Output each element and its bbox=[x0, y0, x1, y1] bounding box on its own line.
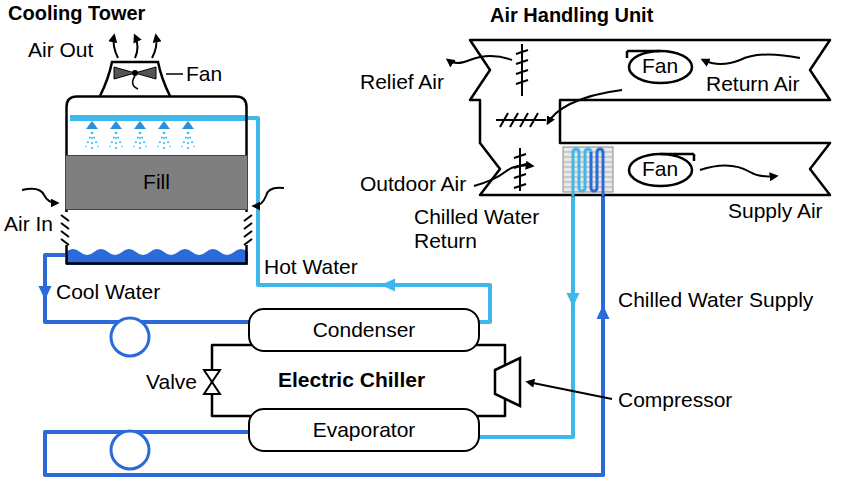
callout-label: Air In bbox=[4, 212, 53, 236]
coil-tube bbox=[591, 149, 603, 196]
callout-label: Supply Air bbox=[728, 199, 823, 223]
fill-media: Fill bbox=[65, 155, 248, 210]
outdoor-air-arrow bbox=[474, 166, 532, 186]
pipe-line bbox=[212, 345, 252, 416]
ahu-ductwork bbox=[470, 40, 830, 195]
relief-damper bbox=[516, 44, 528, 96]
return-fan: Fan bbox=[625, 46, 696, 86]
callout-label: Relief Air bbox=[360, 70, 444, 94]
callout-label: Valve bbox=[146, 370, 197, 394]
fan-shaft bbox=[133, 76, 138, 89]
relief-air-arrow bbox=[448, 56, 512, 63]
evaporator-box: Evaporator bbox=[248, 408, 480, 452]
cooling-tower: Cooling TowerFill bbox=[65, 95, 248, 265]
fan-stack bbox=[100, 62, 170, 96]
callout-label: Air Out bbox=[28, 38, 93, 62]
air-out-arrow bbox=[152, 36, 157, 58]
leader-line bbox=[166, 73, 183, 75]
coil-fins bbox=[563, 152, 613, 187]
node-label: Fan bbox=[642, 157, 678, 181]
valve-symbol bbox=[204, 370, 220, 394]
cooling-coil bbox=[563, 147, 613, 192]
air-out-arrow bbox=[114, 36, 119, 58]
fan-hub bbox=[132, 70, 138, 76]
mixing-damper bbox=[496, 113, 546, 127]
flow-arrowhead bbox=[567, 293, 580, 307]
flow-label: Cool Water bbox=[56, 280, 160, 304]
air-out-arrow bbox=[135, 36, 138, 58]
air-handling-unit: Air Handling UnitFanFan bbox=[420, 5, 840, 195]
spray-drops bbox=[86, 132, 194, 149]
pipe-connector bbox=[39, 255, 253, 322]
leader-arrow bbox=[528, 382, 612, 399]
air-in-arrow bbox=[22, 189, 57, 203]
pipe-line bbox=[45, 255, 252, 322]
spray-header bbox=[70, 115, 248, 121]
condenser-pump bbox=[111, 318, 149, 356]
pipe-connector bbox=[476, 195, 580, 437]
pipe-connector bbox=[212, 345, 252, 416]
callout-label: Fan bbox=[186, 62, 222, 86]
fan-scroll bbox=[629, 154, 692, 186]
air-in-arrow bbox=[254, 188, 284, 206]
supply-fan: Fan bbox=[625, 149, 696, 189]
unit-heading: Cooling Tower bbox=[8, 2, 145, 25]
air-inlet-louvers bbox=[61, 215, 252, 245]
callout-label: Compressor bbox=[618, 388, 732, 412]
pipe-connector bbox=[45, 195, 610, 475]
pipe-line bbox=[476, 195, 573, 437]
condenser-box: Condenser bbox=[248, 308, 480, 352]
node-label: Condenser bbox=[313, 318, 416, 342]
pipe-line bbox=[45, 195, 603, 475]
node-label: Fill bbox=[143, 170, 170, 194]
return-air-arrow bbox=[703, 54, 800, 64]
flow-arrowhead bbox=[39, 286, 52, 300]
flow-label: Chilled Water Supply bbox=[618, 288, 813, 312]
flow-label: Chilled Water Return bbox=[414, 205, 564, 253]
node-label: Fan bbox=[642, 54, 678, 78]
callout-label: Return Air bbox=[706, 72, 799, 96]
spray-nozzles bbox=[86, 121, 194, 129]
node-label: Evaporator bbox=[313, 418, 416, 442]
flow-label: Hot Water bbox=[264, 255, 358, 279]
compressor-symbol bbox=[495, 358, 520, 406]
fan-scroll bbox=[629, 51, 692, 83]
coil-tube bbox=[573, 149, 591, 196]
callout-label: Outdoor Air bbox=[360, 172, 466, 196]
callout-label: Electric Chiller bbox=[278, 368, 425, 392]
unit-heading: Air Handling Unit bbox=[490, 4, 653, 27]
recirculation-arrow bbox=[548, 90, 622, 123]
chilled-water-pump bbox=[111, 431, 149, 469]
flow-arrowhead bbox=[597, 305, 610, 319]
outdoor-damper bbox=[514, 148, 526, 191]
flow-arrowhead bbox=[381, 279, 395, 292]
supply-air-arrow bbox=[700, 165, 776, 176]
